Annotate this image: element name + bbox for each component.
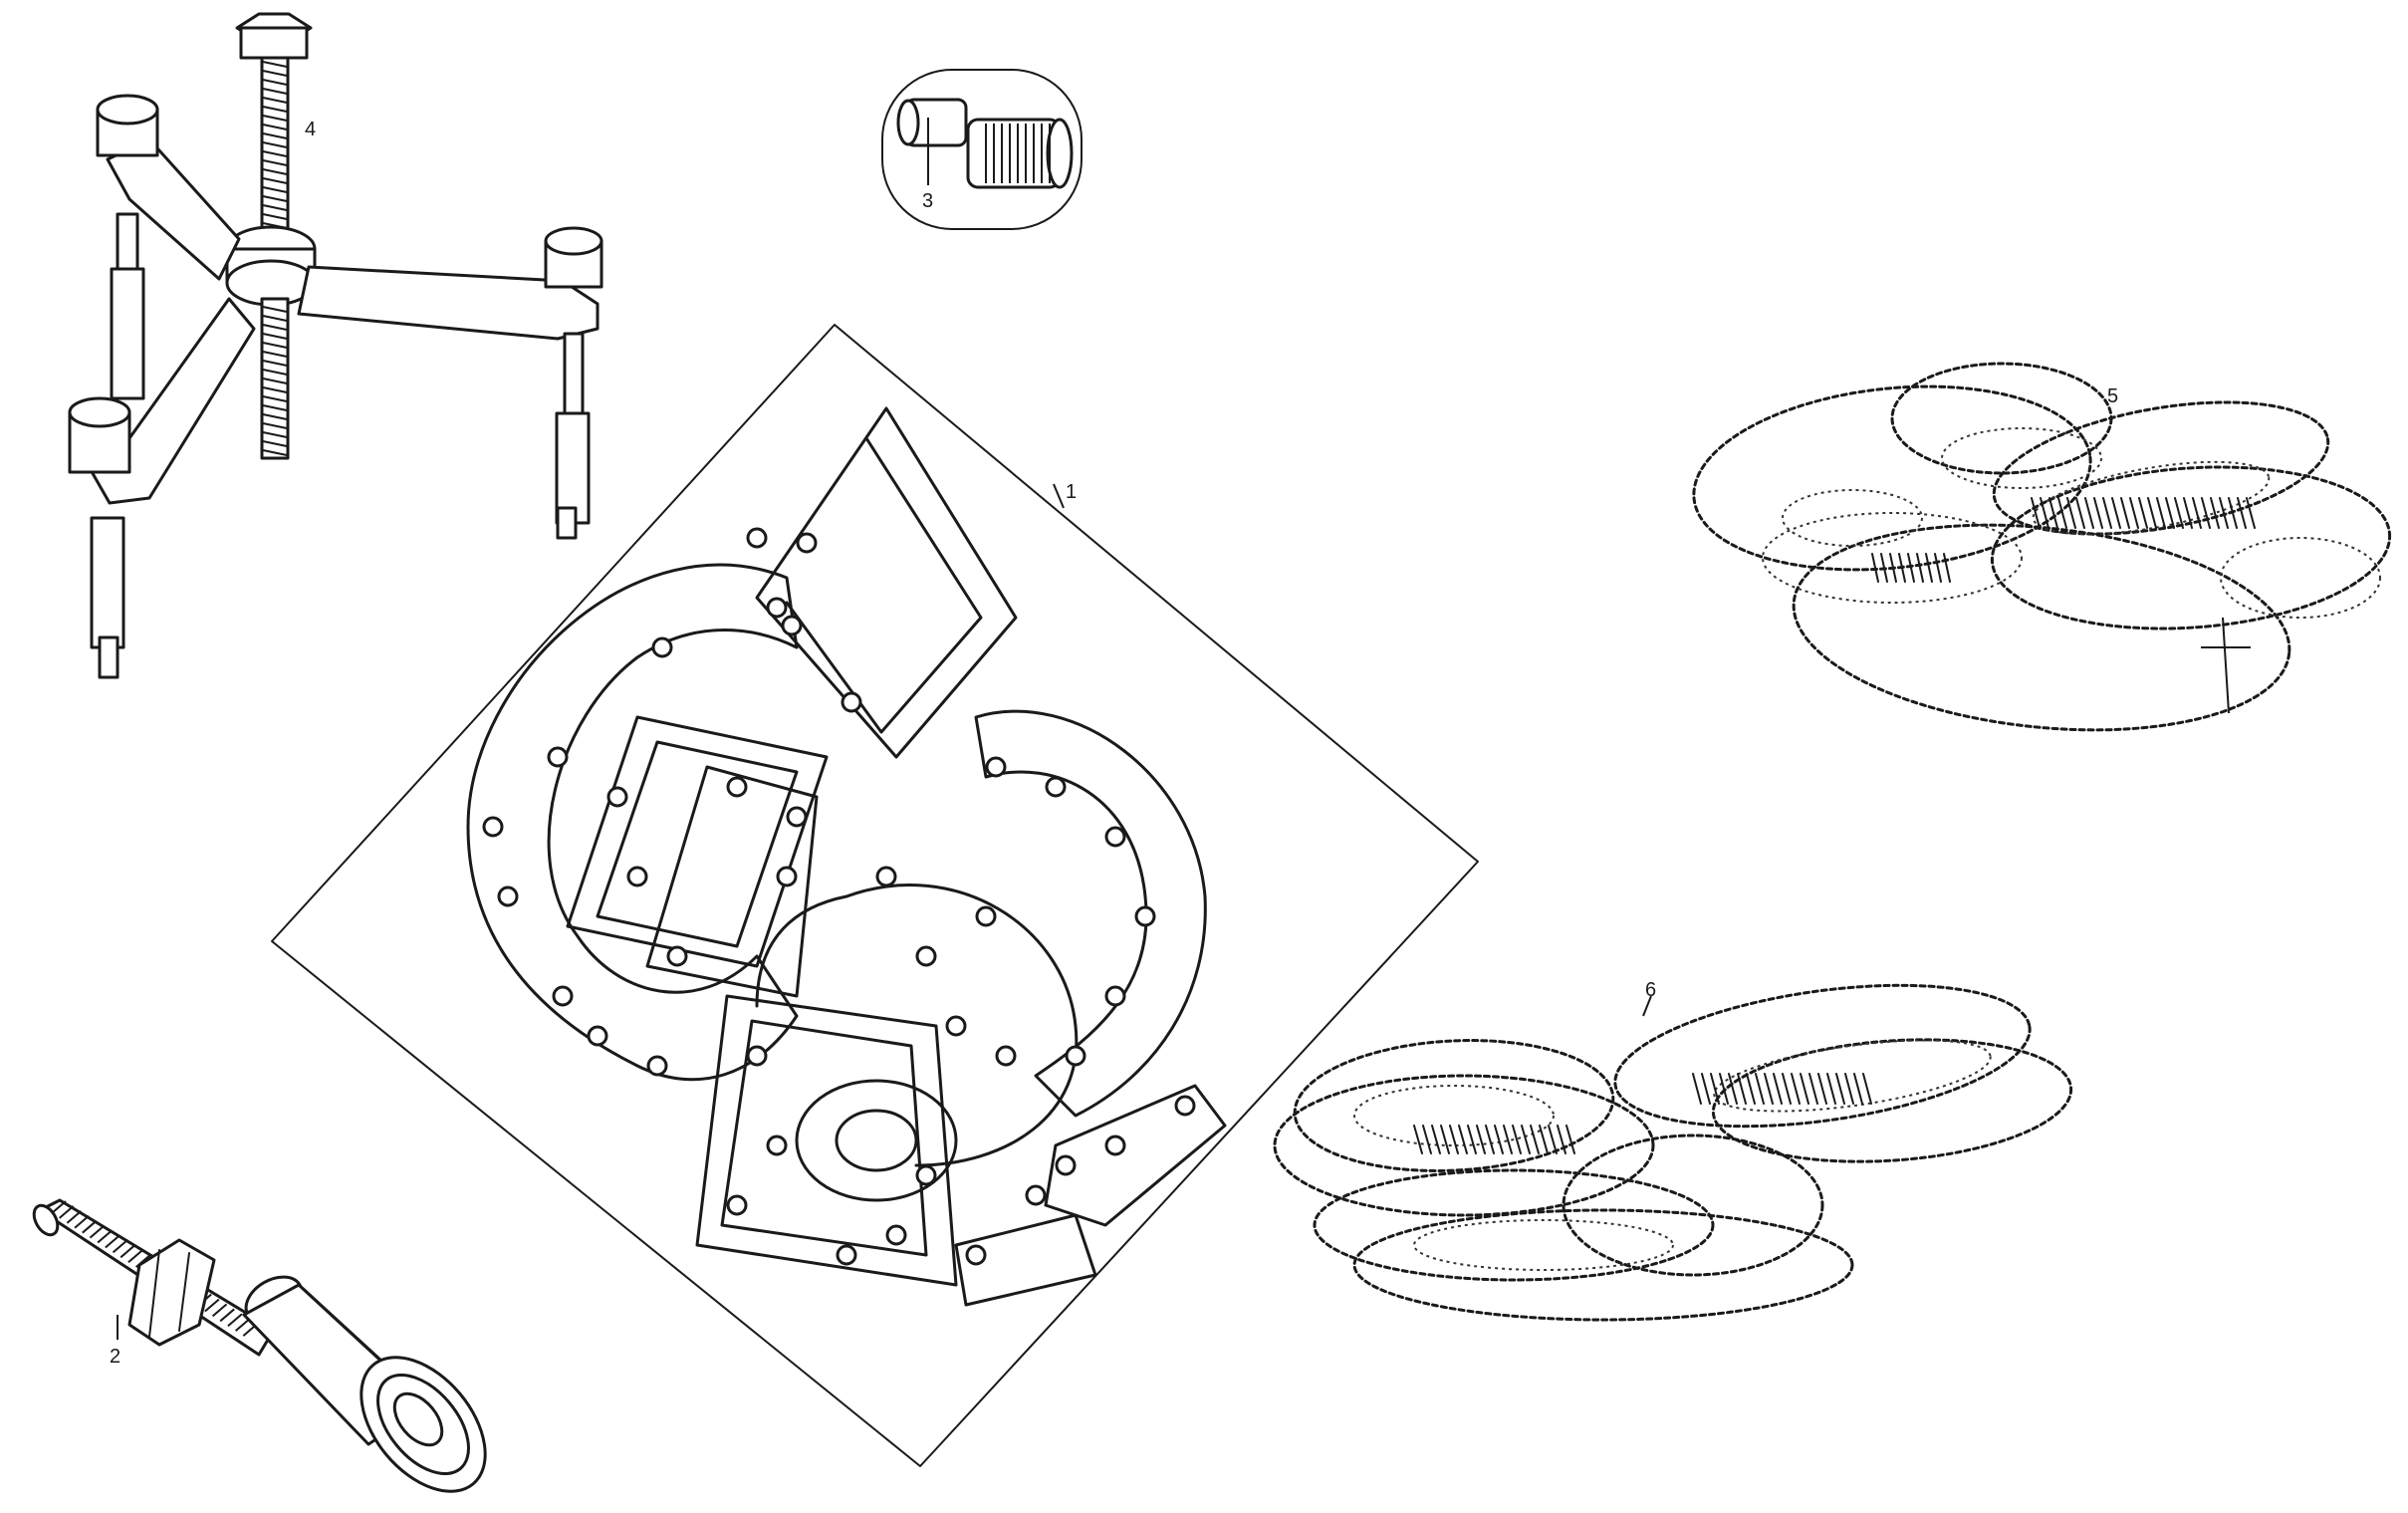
small-adapter-tool: 3 [881, 69, 1083, 230]
gasket-set-frame [271, 324, 1479, 1467]
callout-4: 4 [305, 119, 316, 140]
three-arm-puller: 4 [68, 12, 603, 679]
gasket-set: 1 [271, 324, 1479, 1467]
callout-5: 5 [2107, 385, 2118, 407]
callout-3: 3 [922, 190, 933, 212]
piston-pin-puller: 2 [32, 1198, 487, 1493]
gasket-kit-lower: 6 [1273, 979, 2073, 1322]
callout-1: 1 [1066, 481, 1077, 503]
gasket-kit-upper: 5 [1692, 362, 2392, 732]
callout-6: 6 [1645, 979, 1656, 1001]
callout-2: 2 [110, 1346, 120, 1368]
